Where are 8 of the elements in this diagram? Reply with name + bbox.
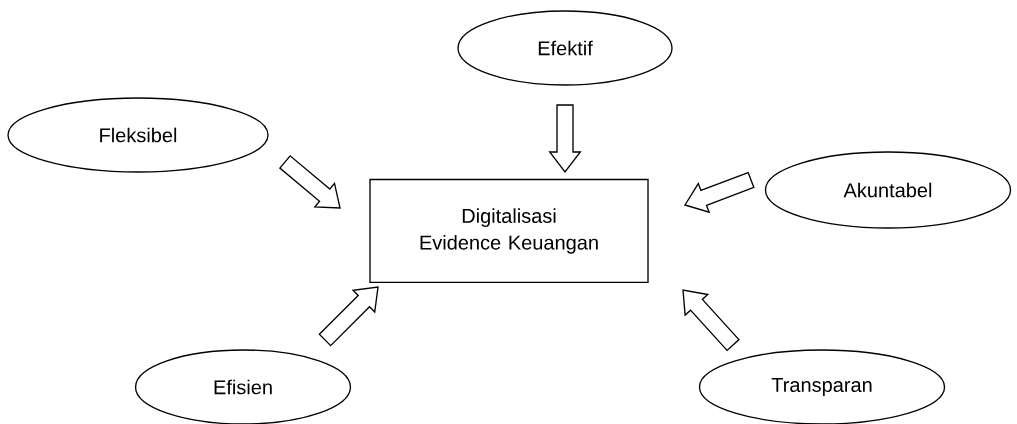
- ellipse-node: Efektif: [457, 10, 673, 86]
- block-arrow: [682, 289, 740, 352]
- block-arrow: [548, 104, 582, 174]
- ellipse-node: Akuntabel: [764, 151, 1012, 229]
- block-arrow: [683, 171, 755, 214]
- ellipse-node: Fleksibel: [7, 97, 269, 173]
- process-box: Digitalisasi Evidence Keuangan: [369, 178, 649, 284]
- block-arrow: [318, 286, 379, 347]
